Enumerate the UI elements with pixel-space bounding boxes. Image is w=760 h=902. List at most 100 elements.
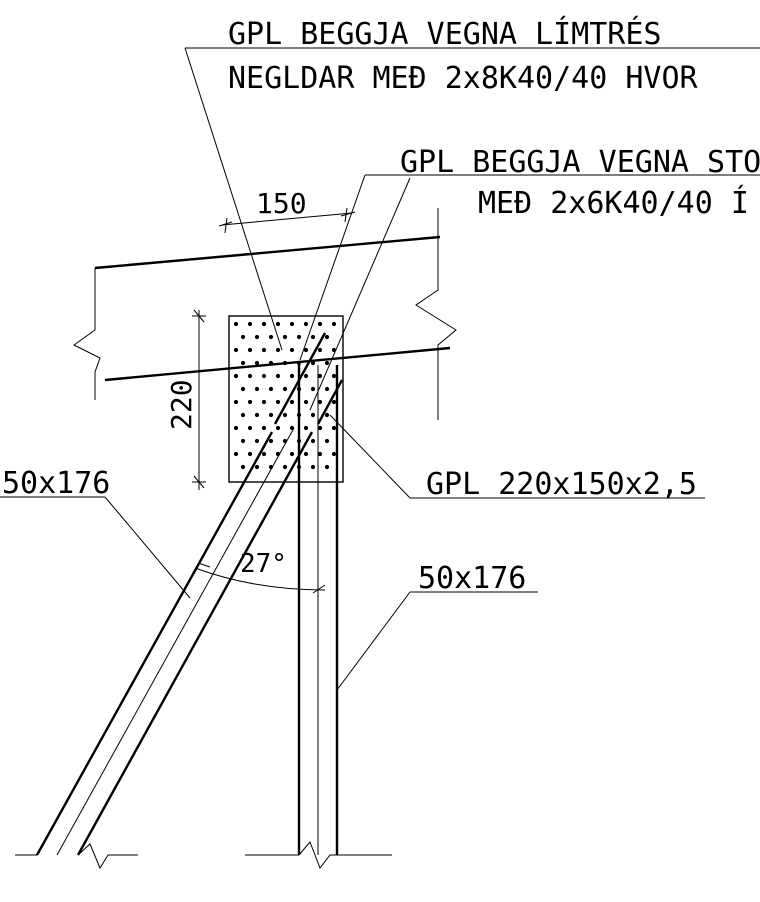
nail-dot	[289, 451, 295, 457]
nail-dot	[233, 451, 239, 457]
nail-dot	[261, 373, 267, 379]
nail-dot	[296, 360, 302, 366]
nail-dot	[275, 399, 281, 405]
nail-dot	[310, 334, 316, 340]
nail-dot	[240, 334, 246, 340]
nail-dot	[310, 360, 316, 366]
nail-dot	[324, 334, 330, 340]
inclined-brace	[15, 332, 344, 870]
nail-dot	[275, 321, 281, 327]
nail-dot	[247, 347, 253, 353]
nail-dot	[268, 412, 274, 418]
nail-dot	[261, 347, 267, 353]
nail-dot	[282, 464, 288, 470]
nail-dot	[303, 373, 309, 379]
nail-dot	[310, 386, 316, 392]
glulam-beam	[73, 208, 457, 420]
nail-dot	[254, 464, 260, 470]
dimension-220: 220	[165, 309, 206, 490]
gusset-plate	[228, 315, 344, 483]
nail-dot	[310, 438, 316, 444]
nail-dot	[247, 451, 253, 457]
nail-dot	[317, 399, 323, 405]
nail-dot	[247, 321, 253, 327]
nail-dot	[324, 464, 330, 470]
top-note-line2: NEGLDAR MEÐ 2x8K40/40 HVOR	[228, 61, 699, 96]
nail-dot	[282, 412, 288, 418]
nail-dot	[303, 347, 309, 353]
angle-dimension: 27°	[194, 549, 326, 594]
mid-note-line2: MEÐ 2x6K40/40 Í	[478, 185, 749, 221]
nail-dot	[282, 334, 288, 340]
nail-dot	[331, 425, 337, 431]
nail-dot	[310, 464, 316, 470]
nail-dot	[289, 373, 295, 379]
nail-dot	[254, 334, 260, 340]
vertical-post	[245, 365, 392, 870]
nail-dot	[233, 373, 239, 379]
nail-dot	[317, 451, 323, 457]
nail-dot	[261, 451, 267, 457]
nail-dot	[296, 334, 302, 340]
nail-dot	[289, 321, 295, 327]
nail-dot	[261, 425, 267, 431]
nail-dot	[331, 399, 337, 405]
nail-dot	[324, 360, 330, 366]
dimension-150-text: 150	[256, 187, 307, 220]
nail-dot	[275, 425, 281, 431]
nail-dot	[275, 347, 281, 353]
nail-dot	[240, 438, 246, 444]
dimension-220-text: 220	[165, 379, 198, 430]
nail-dot	[303, 399, 309, 405]
angle-text: 27°	[240, 549, 287, 579]
nail-dot	[233, 425, 239, 431]
nail-pattern	[233, 321, 337, 470]
nail-dot	[254, 438, 260, 444]
nail-dot	[282, 360, 288, 366]
nail-dot	[331, 321, 337, 327]
nail-dot	[254, 412, 260, 418]
nail-dot	[317, 373, 323, 379]
nail-dot	[254, 360, 260, 366]
nail-dot	[289, 399, 295, 405]
nail-dot	[233, 399, 239, 405]
nail-dot	[310, 412, 316, 418]
nail-dot	[289, 347, 295, 353]
nail-dot	[317, 321, 323, 327]
nail-dot	[317, 347, 323, 353]
nail-dot	[240, 360, 246, 366]
nail-dot	[275, 373, 281, 379]
nail-dot	[268, 386, 274, 392]
nail-dot	[303, 451, 309, 457]
top-note-line1: GPL BEGGJA VEGNA LÍMTRÉS	[228, 16, 661, 52]
post-label: 50x176	[418, 561, 526, 596]
mid-note-line1: GPL BEGGJA VEGNA STO	[400, 145, 760, 180]
dimension-150: 150	[218, 187, 356, 234]
nail-dot	[240, 386, 246, 392]
leader-lines	[0, 47, 760, 691]
nail-dot	[247, 425, 253, 431]
nail-dot	[324, 438, 330, 444]
nail-dot	[303, 425, 309, 431]
nail-dot	[303, 321, 309, 327]
nail-dot	[233, 321, 239, 327]
nail-dot	[317, 425, 323, 431]
nail-dot	[268, 360, 274, 366]
nail-dot	[282, 386, 288, 392]
nail-dot	[268, 334, 274, 340]
nail-dot	[233, 347, 239, 353]
nail-dot	[247, 373, 253, 379]
nail-dot	[240, 464, 246, 470]
nail-dot	[331, 451, 337, 457]
nail-dot	[240, 412, 246, 418]
plate-label: GPL 220x150x2,5	[426, 467, 697, 502]
nail-dot	[254, 386, 260, 392]
nail-dot	[324, 412, 330, 418]
nail-dot	[324, 386, 330, 392]
brace-label: 50x176	[2, 466, 110, 501]
nail-dot	[268, 438, 274, 444]
nail-dot	[261, 399, 267, 405]
nail-dot	[261, 321, 267, 327]
nail-dot	[247, 399, 253, 405]
